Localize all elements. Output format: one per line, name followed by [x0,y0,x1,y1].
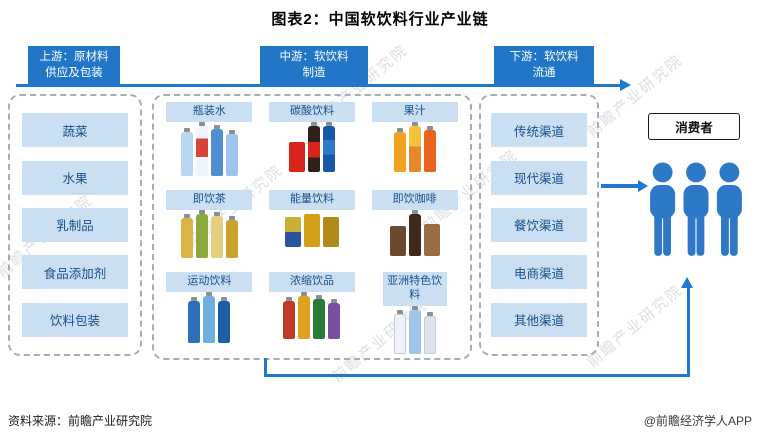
category-cell: 浓缩饮品 [261,272,364,356]
arrow-head [681,277,693,288]
stage-label-line: 流通 [532,66,556,79]
product-bottle-icon [313,294,326,339]
carbonated-drink-products [288,121,335,174]
juice-products [393,121,436,174]
product-can-icon [303,213,320,247]
product-can-icon [322,216,339,247]
energy-drink-products [284,213,339,249]
product-bottle-icon [307,121,320,172]
product-bottle-icon [393,309,406,354]
stage-label-line: 下游：软饮料 [509,51,579,63]
category-label: 瓶装水 [166,102,253,122]
product-bottle-icon [283,296,296,339]
category-label: 碳酸饮料 [268,102,355,122]
product-bottle-icon [322,121,335,172]
upstream-item: 乳制品 [22,207,128,242]
category-label: 运动饮料 [166,272,253,292]
product-can-icon [389,225,406,256]
stage-label-line: 制造 [302,66,326,79]
product-bottle-icon [298,291,311,339]
product-bottle-icon [180,127,193,176]
category-cell: 即饮咖啡 [363,190,466,272]
credit-note: @前瞻经济学人APP [643,414,752,428]
product-can-icon [288,141,305,172]
category-label: 能量饮料 [268,190,355,210]
product-bottle-icon [188,296,201,343]
product-can-icon [284,216,301,247]
upstream-item: 蔬菜 [22,113,128,148]
arrow-segment [264,358,267,377]
consumer-label-box: 消费者 [648,113,740,140]
product-bottle-icon [195,121,208,176]
product-bottle-icon [408,121,421,172]
stage-upstream: 上游：原材料 供应及包装 [28,46,120,86]
product-bottle-icon [408,209,421,256]
stage-label-line: 中游：软饮料 [279,51,349,63]
rtd-coffee-products [389,209,440,258]
rtd-tea-products [180,209,238,260]
product-bottle-icon [210,211,223,258]
category-cell: 瓶装水 [158,102,261,190]
consumer-label: 消费者 [675,121,713,135]
upstream-item: 食品添加剂 [22,255,128,290]
product-bottle-icon [218,296,231,343]
product-bottle-icon [195,209,208,258]
concentrate-drink-products [283,291,341,341]
product-bottle-icon [210,124,223,176]
category-cell: 亚洲特色饮料 [363,272,466,356]
upstream-item: 水果 [22,160,128,195]
product-bottle-icon [225,215,238,258]
category-label: 亚洲特色饮料 [382,272,447,306]
category-label: 果汁 [371,102,458,122]
category-label: 浓缩饮品 [268,272,355,292]
consumers-icon [648,156,744,264]
stage-label-line: 供应及包装 [45,66,103,79]
downstream-item: 电商渠道 [491,255,587,290]
product-bottle-icon [393,127,406,172]
midstream-panel: 瓶装水 碳酸饮料 果汁 即饮茶 [152,94,472,360]
product-bottle-icon [203,291,216,343]
stage-downstream: 下游：软饮料 流通 [494,46,594,86]
downstream-item: 其他渠道 [491,302,587,337]
downstream-item: 现代渠道 [491,160,587,195]
product-bottle-icon [408,305,421,354]
product-bottle-icon [225,129,238,176]
downstream-to-consumer-arrow [601,180,648,192]
product-bottle-icon [423,311,436,354]
sports-drink-products [188,291,231,345]
product-bottle-icon [180,213,193,258]
downstream-panel: 传统渠道 现代渠道 餐饮渠道 电商渠道 其他渠道 [479,94,599,356]
stage-midstream: 中游：软饮料 制造 [260,46,368,86]
main-flow-arrow [16,79,631,91]
upstream-panel: 蔬菜 水果 乳制品 食品添加剂 饮料包装 [8,94,142,356]
category-label: 即饮茶 [166,190,253,210]
asian-specialty-products [393,305,436,356]
downstream-item: 餐饮渠道 [491,207,587,242]
category-cell: 即饮茶 [158,190,261,272]
product-can-icon [423,223,440,256]
category-cell: 运动饮料 [158,272,261,356]
stage-label-line: 上游：原材料 [39,51,109,63]
downstream-item: 传统渠道 [491,113,587,148]
category-cell: 果汁 [363,102,466,190]
page-title: 图表2：中国软饮料行业产业链 [271,11,489,28]
category-label: 即饮咖啡 [371,190,458,210]
upstream-item: 饮料包装 [22,302,128,337]
people-group-icon [650,162,742,256]
category-cell: 能量饮料 [261,190,364,272]
bottled-water-products [180,121,238,178]
arrow-segment [687,288,690,377]
product-bottle-icon [328,298,341,339]
product-bottle-icon [423,125,436,172]
arrow-segment [264,374,690,377]
category-cell: 碳酸饮料 [261,102,364,190]
source-note: 资料来源：前瞻产业研究院 [8,414,153,428]
